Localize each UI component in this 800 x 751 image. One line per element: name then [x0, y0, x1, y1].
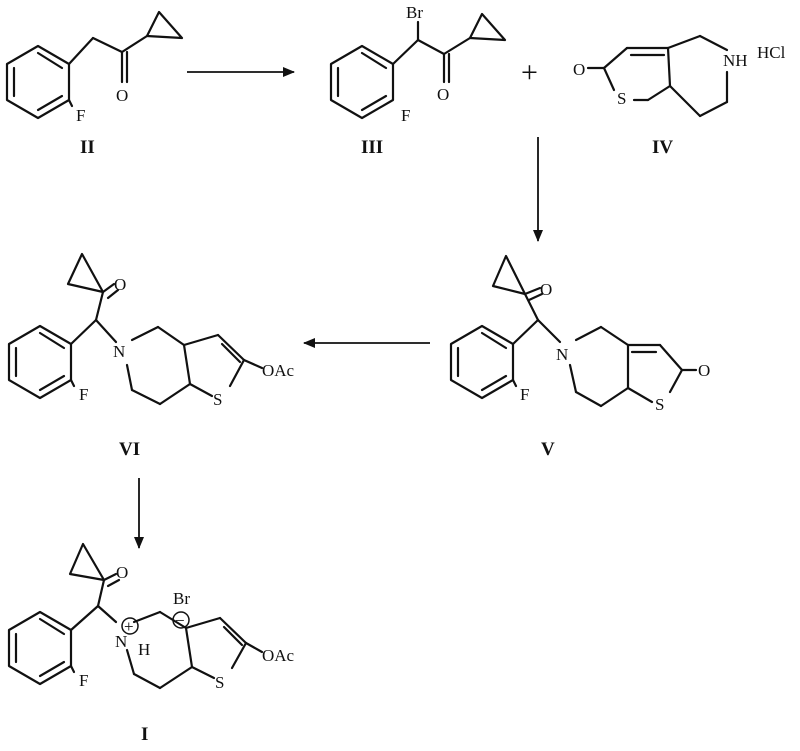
compound-label-iii: III: [361, 137, 383, 158]
sulfur-label: S: [215, 673, 224, 692]
fluorine-label: F: [79, 385, 88, 404]
oxygen-label: O: [116, 86, 128, 105]
compound-label-vi: VI: [119, 439, 140, 460]
plus-sign: +: [521, 56, 538, 89]
oxygen-label: O: [573, 60, 585, 79]
nitrogen-label: N: [115, 632, 127, 651]
nh-label: NH: [723, 51, 748, 70]
hydrogen-label: H: [138, 640, 150, 659]
nitrogen-label: N: [556, 345, 568, 364]
fluorine-label: F: [79, 671, 88, 690]
oxygen-label: O: [116, 563, 128, 582]
positive-charge-label: +: [124, 617, 134, 636]
compound-label-i: I: [141, 724, 148, 745]
oxygen-label: O: [437, 85, 449, 104]
fluorine-label: F: [401, 106, 410, 125]
nitrogen-label: N: [113, 342, 125, 361]
compound-iv-structure: O S NH HCl: [573, 34, 786, 118]
bromine-label: Br: [406, 3, 423, 22]
compound-label-v: V: [541, 439, 555, 460]
fluorine-label: F: [76, 106, 85, 125]
compound-label-ii: II: [80, 137, 95, 158]
sulfur-label: S: [213, 390, 222, 409]
fluorine-label: F: [520, 385, 529, 404]
compound-vi-structure: O N OAc S F: [7, 252, 295, 409]
hcl-label: HCl: [757, 43, 786, 62]
compound-ii-structure: O F: [5, 10, 184, 125]
acetoxy-label: OAc: [262, 646, 295, 665]
compound-label-iv: IV: [652, 137, 673, 158]
oxygen-label: O: [114, 275, 126, 294]
acetoxy-label: OAc: [262, 361, 295, 380]
negative-charge-label: −: [175, 611, 185, 630]
oxygen-label: O: [698, 361, 710, 380]
oxygen-label: O: [540, 280, 552, 299]
bromide-label: Br: [173, 589, 190, 608]
sulfur-label: S: [655, 395, 664, 414]
compound-i-structure: O N H + − Br OAc S F: [7, 542, 295, 692]
compound-v-structure: O N O S F: [449, 254, 710, 414]
sulfur-label: S: [617, 89, 626, 108]
compound-iii-structure: Br O F: [329, 3, 507, 125]
